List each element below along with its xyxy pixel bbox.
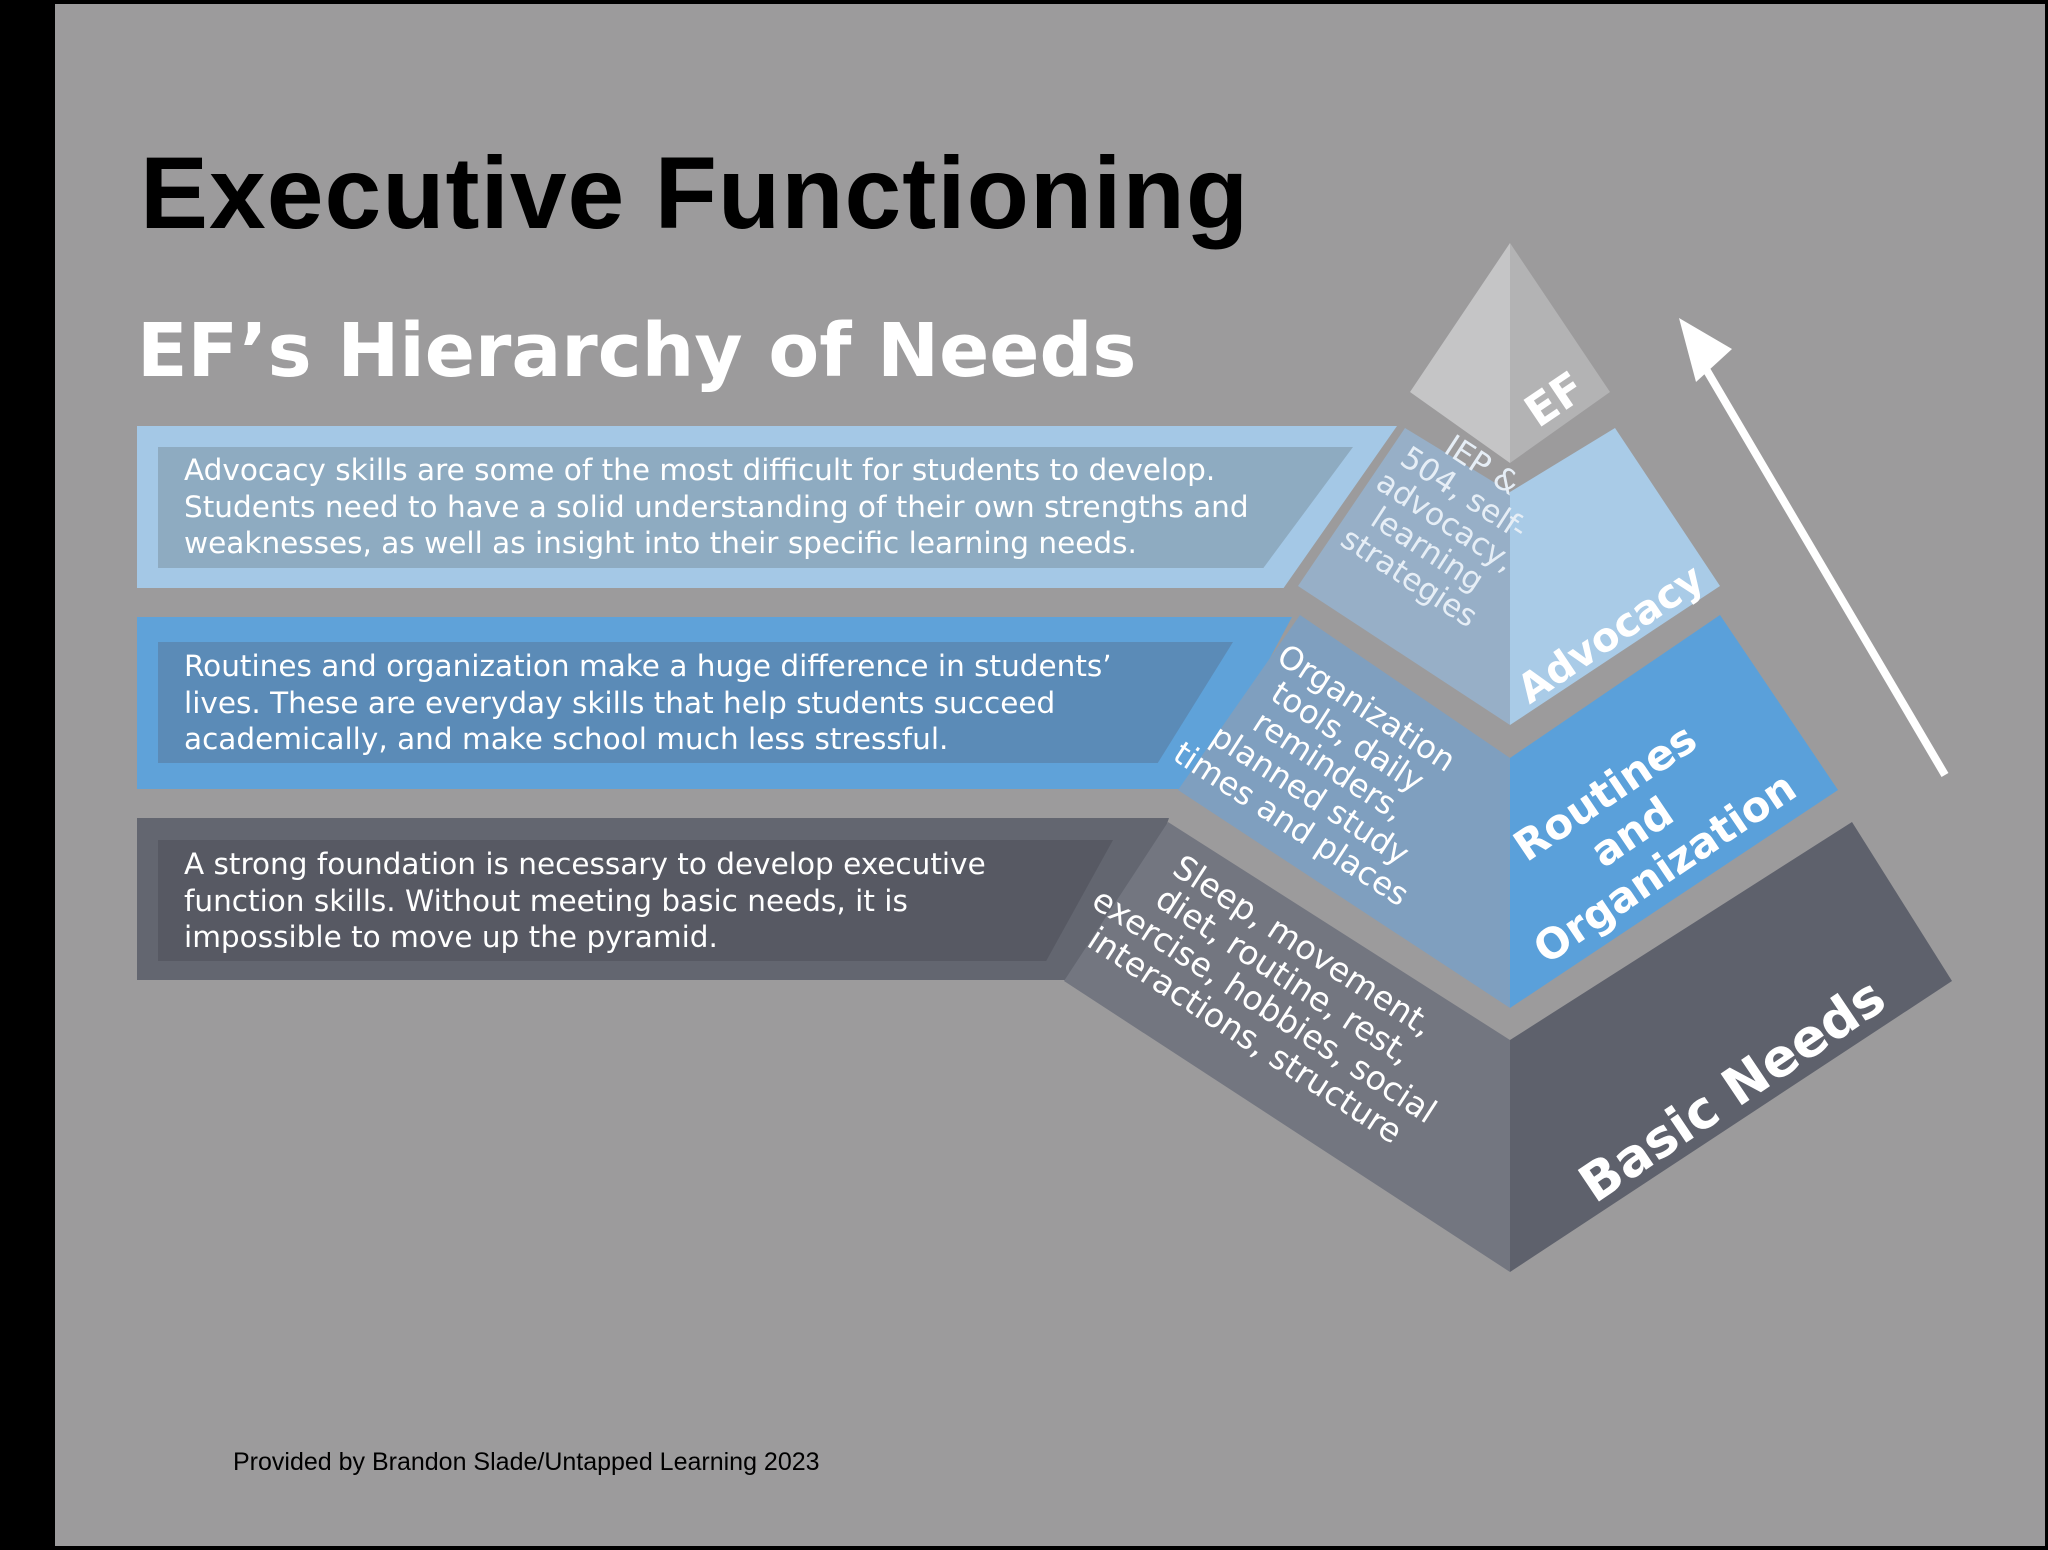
routines-left-face — [1178, 615, 1510, 1008]
credit-text: Provided by Brandon Slade/Untapped Learn… — [233, 1448, 820, 1476]
page-subtitle: EF’s Hierarchy of Needs — [137, 308, 1137, 394]
routines-description: Routines and organization make a huge di… — [184, 649, 1112, 756]
basic-needs-left-face — [1064, 822, 1510, 1272]
advocacy-right-face — [1510, 428, 1720, 725]
basic-needs-band-inner — [158, 840, 1113, 961]
advocacy-band-inner — [158, 447, 1353, 568]
ef-left-face — [1410, 243, 1510, 463]
basic-needs-right-face — [1510, 822, 1952, 1272]
advocacy-description: Advocacy skills are some of the most dif… — [184, 453, 1249, 560]
up-arrow-shaft — [1699, 361, 1949, 778]
advocacy-left-face — [1298, 428, 1510, 725]
routines-band-inner — [158, 642, 1233, 763]
detail-routines: Organizationtools, dailyreminders,planne… — [1167, 618, 1491, 914]
ef-right-face — [1510, 243, 1610, 463]
page-title: Executive Functioning — [140, 136, 1250, 250]
basic-needs-description: A strong foundation is necessary to deve… — [184, 847, 986, 954]
up-arrow-head — [1679, 318, 1732, 382]
routines-right-face — [1510, 615, 1838, 1008]
